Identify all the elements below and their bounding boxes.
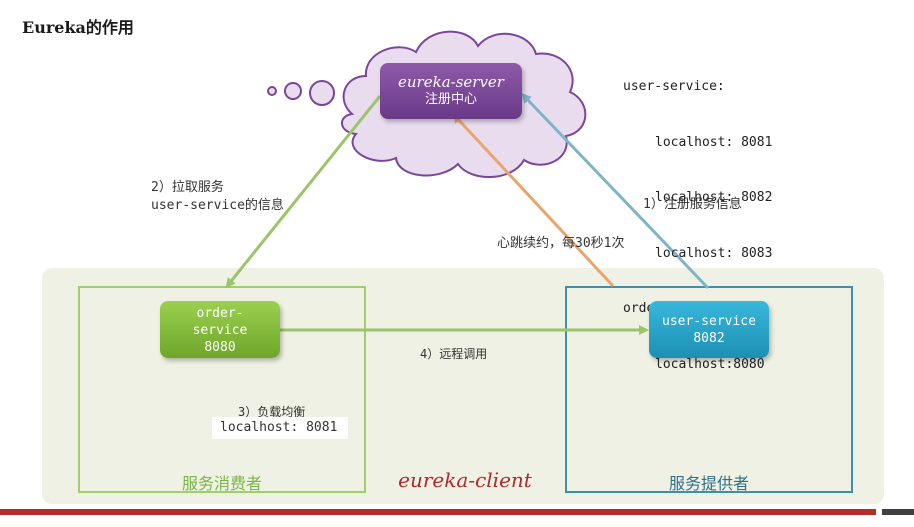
user-node-line1: user-service bbox=[662, 313, 756, 329]
provider-caption: 服务提供者 bbox=[668, 474, 749, 493]
registry-host: localhost: 8082 bbox=[655, 190, 773, 205]
registry-listing: user-service: localhost: 8081 localhost:… bbox=[623, 41, 772, 393]
pull-label-line1: 2）拉取服务 bbox=[151, 180, 224, 195]
order-node-line2: service bbox=[192, 323, 248, 338]
thought-bubble-small bbox=[267, 86, 277, 96]
registry-host: localhost:8080 bbox=[655, 356, 765, 372]
thought-bubble-large bbox=[309, 80, 335, 106]
order-node-line1: order- bbox=[196, 306, 244, 321]
registry-host: localhost: 8083 bbox=[655, 245, 773, 261]
order-service-node: order- service 8080 bbox=[160, 301, 280, 358]
user-node-line2: 8082 bbox=[693, 330, 725, 346]
server-subtitle: 注册中心 bbox=[424, 92, 477, 107]
consumer-caption: 服务消费者 bbox=[181, 474, 262, 493]
thought-bubble-medium bbox=[284, 82, 302, 100]
user-service-node: user-service 8082 bbox=[649, 301, 769, 358]
footer-bar bbox=[0, 509, 876, 515]
remote-call-label: 4）远程调用 bbox=[420, 347, 488, 361]
heartbeat-label: 心跳续约，每30秒1次 bbox=[497, 236, 625, 251]
load-balance-value: localhost: 8081 bbox=[212, 417, 348, 439]
eureka-client-label: eureka-client bbox=[398, 468, 532, 492]
slide-title: Eureka的作用 bbox=[22, 18, 134, 37]
register-arrow bbox=[521, 93, 710, 290]
register-label: 1）注册服务信息 bbox=[643, 197, 742, 212]
order-node-line3: 8080 bbox=[204, 340, 236, 355]
server-name: eureka-server bbox=[398, 73, 504, 91]
footer-accent bbox=[882, 509, 914, 515]
consumer-box bbox=[78, 286, 366, 493]
registry-host: localhost: 8081 bbox=[655, 134, 773, 150]
pull-label-line2: user-service的信息 bbox=[151, 198, 284, 213]
registry-service-name: user-service: bbox=[623, 79, 725, 94]
pull-arrow bbox=[225, 95, 382, 289]
heartbeat-arrow bbox=[452, 113, 615, 288]
load-balance-label: 3）负载均衡 bbox=[238, 405, 306, 419]
eureka-server-node: eureka-server 注册中心 bbox=[380, 63, 522, 119]
